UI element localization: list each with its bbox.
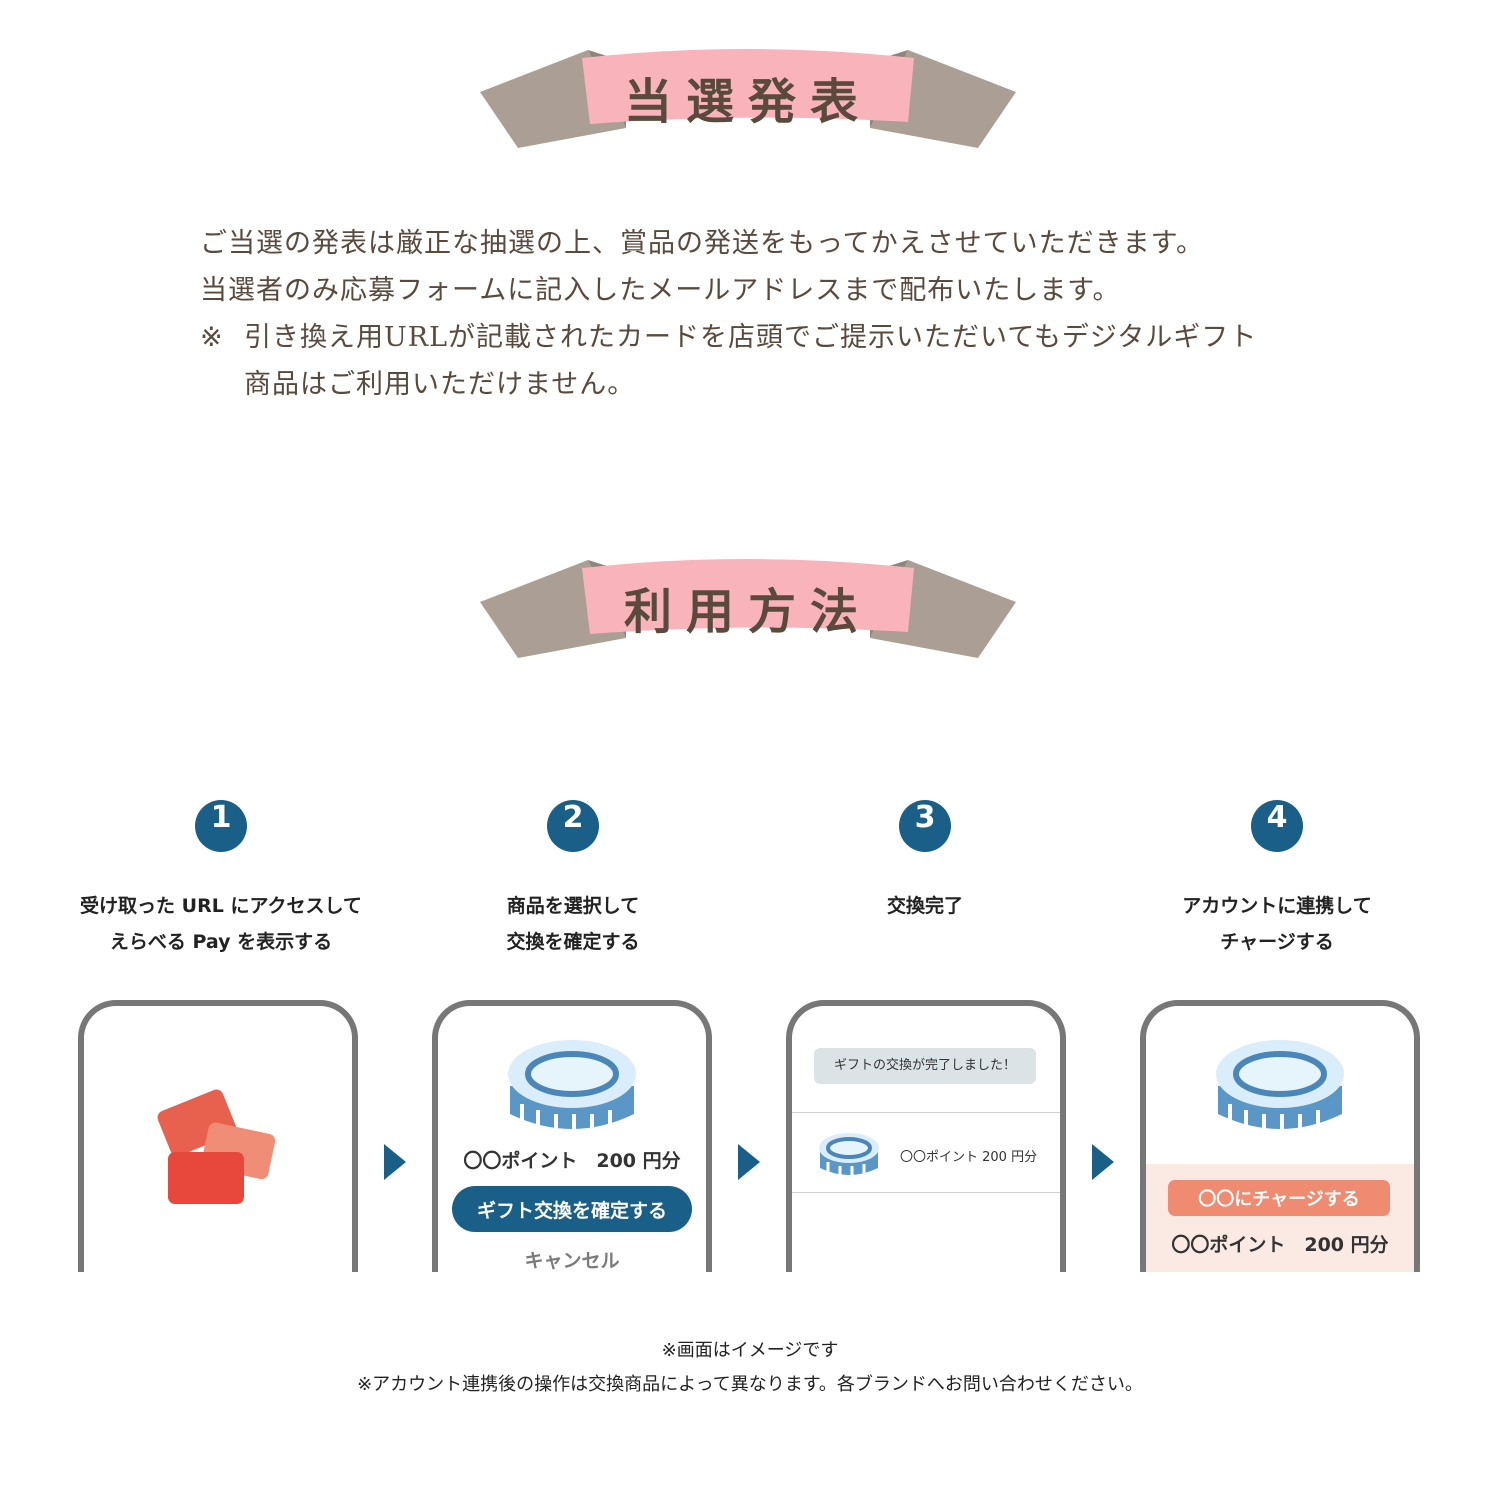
step-2: 2 商品を選択して 交換を確定する [396,800,750,960]
note-line: 引き換え用URLが記載されたカードを店頭でご提示いただいてもデジタルギフト [244,322,1258,353]
completed-points-label: 〇〇ポイント 200 円分 [900,1150,1038,1165]
caption-line: 商品を選択して [506,895,640,917]
announcement-text: ご当選の発表は厳正な抽選の上、賞品の発送をもってかえさせていただきます。 当選者… [200,220,1350,408]
cancel-button[interactable]: キャンセル [524,1250,620,1272]
step-caption: 商品を選択して 交換を確定する [396,888,750,960]
step-number: 3 [899,800,951,852]
announcement-banner: 当選発表 [478,40,1018,160]
announcement-title: 当選発表 [623,74,872,130]
caption-line: えらべる Pay を表示する [109,931,333,953]
gift-cards-icon [157,1089,276,1204]
chevron-right-icon [738,1144,760,1180]
points-label: 〇〇ポイント 200 円分 [463,1150,681,1172]
exchange-complete-message: ギフトの交換が完了しました！ [814,1048,1036,1084]
chevron-right-icon [384,1144,406,1180]
step-number: 1 [195,800,247,852]
caption-line: アカウントに連携して [1182,895,1372,917]
charge-button[interactable]: 〇〇にチャージする [1168,1180,1390,1216]
step-caption: 受け取った URL にアクセスして えらべる Pay を表示する [44,888,398,960]
points-label: 〇〇ポイント 200 円分 [1171,1234,1389,1256]
footer-notes: ※画面はイメージです ※アカウント連携後の操作は交換商品によって異なります。各ブ… [0,1334,1500,1402]
footer-note: ※アカウント連携後の操作は交換商品によって異なります。各ブランドへお問い合わせく… [357,1374,1143,1395]
phone-screen-1 [78,1000,358,1272]
announcement-note: ※ 引き換え用URLが記載されたカードを店頭でご提示いただいてもデジタルギフト … [200,314,1350,408]
confirm-exchange-button[interactable]: ギフト交換を確定する [452,1186,692,1232]
step-number: 2 [547,800,599,852]
announcement-line: 当選者のみ応募フォームに記入したメールアドレスまで配布いたします。 [200,275,1121,306]
caption-line: 交換を確定する [506,931,640,953]
footer-note: ※画面はイメージです [661,1340,839,1361]
announcement-line: ご当選の発表は厳正な抽選の上、賞品の発送をもってかえさせていただきます。 [200,228,1204,259]
coin-icon [508,1040,636,1134]
ribbon-banner-icon [480,49,1016,148]
caption-line: 受け取った URL にアクセスして [80,895,362,917]
step-caption: 交換完了 [748,888,1102,924]
phone-screen-4: 〇〇にチャージする 〇〇ポイント 200 円分 [1140,1000,1420,1272]
ribbon-banner-icon [480,559,1016,658]
usage-title: 利用方法 [623,584,872,640]
phone-screen-2: 〇〇ポイント 200 円分 ギフト交換を確定する キャンセル [432,1000,712,1272]
divider [792,1192,1060,1193]
chevron-right-icon [1092,1144,1114,1180]
step-4: 4 アカウントに連携して チャージする [1100,800,1454,960]
divider [792,1112,1060,1113]
charge-panel: 〇〇にチャージする 〇〇ポイント 200 円分 [1146,1164,1414,1272]
note-mark: ※ [200,322,224,353]
step-caption: アカウントに連携して チャージする [1100,888,1454,960]
caption-line: 交換完了 [886,895,963,917]
caption-line: チャージする [1220,931,1334,953]
note-line: 商品はご利用いただけません。 [244,369,636,400]
step-number: 4 [1251,800,1303,852]
step-3: 3 交換完了 [748,800,1102,924]
coin-icon [819,1133,879,1180]
coin-icon [1216,1040,1344,1134]
step-1: 1 受け取った URL にアクセスして えらべる Pay を表示する [44,800,398,960]
usage-banner: 利用方法 [478,550,1018,670]
phone-screen-3: ギフトの交換が完了しました！ 〇〇ポイント 200 円分 [786,1000,1066,1272]
